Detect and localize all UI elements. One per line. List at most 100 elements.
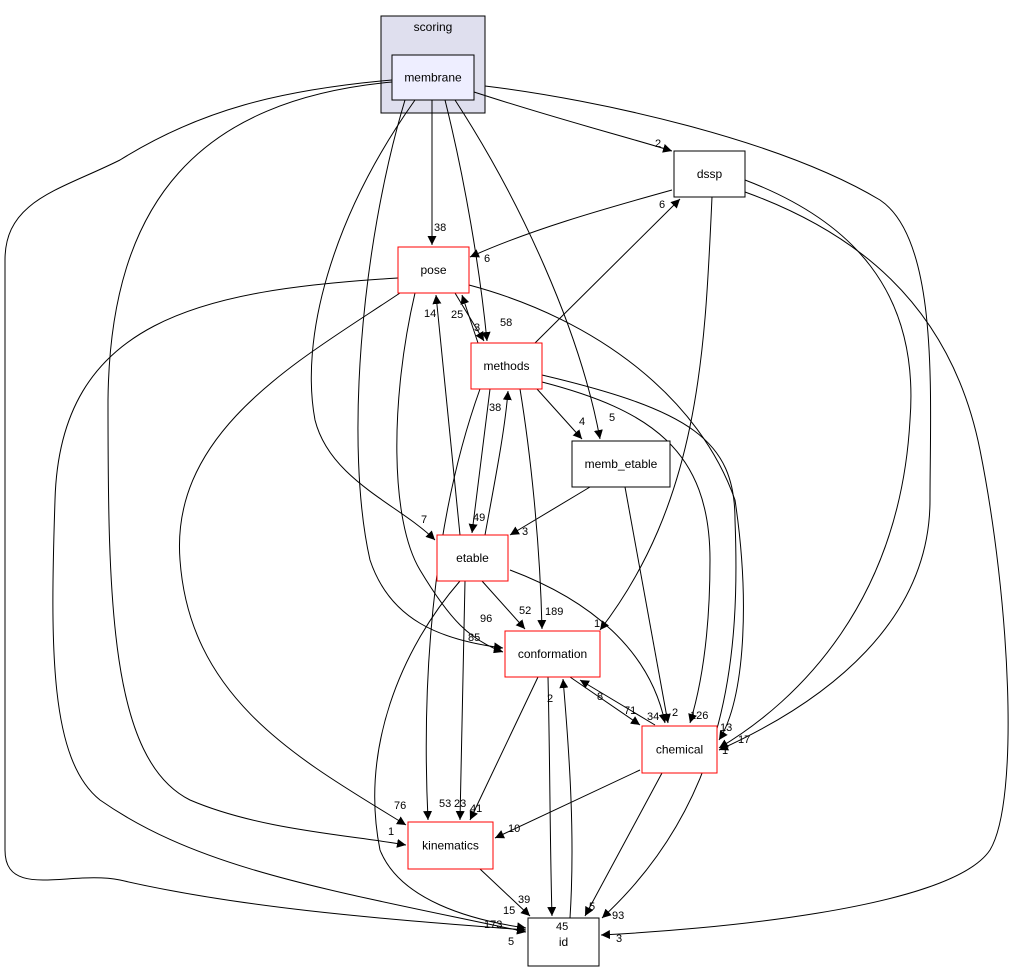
- edge-membrane-to-memb_etable[interactable]: [454, 99, 603, 440]
- node-box[interactable]: [504, 630, 601, 678]
- edge-label[interactable]: 45: [556, 921, 568, 933]
- edge-label[interactable]: 52: [519, 605, 531, 617]
- node-box[interactable]: [641, 725, 718, 774]
- edge-chemical-to-id[interactable]: [584, 772, 663, 917]
- edge-label[interactable]: 7: [421, 514, 427, 526]
- edge-memb_etable-to-chemical[interactable]: [624, 486, 671, 724]
- edge-methods-to-pose[interactable]: [460, 294, 479, 344]
- edge-label[interactable]: 15: [503, 905, 515, 917]
- edge-methods-to-kinematics[interactable]: [423, 388, 481, 821]
- edge-label[interactable]: 6: [484, 253, 490, 265]
- node-membrane[interactable]: membrane: [391, 54, 475, 101]
- edge-dssp-to-id[interactable]: [600, 191, 1009, 940]
- edge-label[interactable]: 25: [451, 309, 463, 321]
- node-etable[interactable]: etable: [436, 534, 509, 582]
- node-id[interactable]: id: [527, 917, 600, 967]
- edge-label[interactable]: 2: [672, 707, 678, 719]
- edge-conformation-to-id[interactable]: [547, 676, 557, 917]
- edge-methods-to-dssp[interactable]: [534, 198, 681, 344]
- node-box[interactable]: [571, 440, 671, 488]
- edge-pose-to-kinematics[interactable]: [179, 292, 407, 826]
- edge-pose-to-chemical[interactable]: [468, 284, 744, 741]
- edge-label[interactable]: 34: [647, 711, 659, 723]
- edge-membrane-to-chemical[interactable]: [484, 85, 932, 751]
- edge-dssp-to-pose[interactable]: [469, 189, 673, 258]
- edge-label[interactable]: 96: [480, 613, 492, 625]
- edge-label[interactable]: 93: [612, 910, 624, 922]
- edge-label[interactable]: 53: [439, 798, 451, 810]
- edge-label[interactable]: 41: [470, 803, 482, 815]
- edge-pose-to-conformation[interactable]: [396, 292, 504, 654]
- edge-chemical-to-conformation[interactable]: [579, 679, 656, 726]
- node-box[interactable]: [407, 821, 494, 870]
- edge-label[interactable]: 39: [518, 894, 530, 906]
- edge-label[interactable]: 38: [434, 222, 446, 234]
- edge-kinematics-to-id[interactable]: [479, 868, 531, 917]
- edge-label[interactable]: 173: [484, 919, 502, 931]
- edge-dssp-to-chemical[interactable]: [718, 179, 912, 749]
- node-box[interactable]: [673, 150, 746, 198]
- edge-label[interactable]: 23: [454, 798, 466, 810]
- edge-label[interactable]: 1: [722, 745, 728, 757]
- edge-membrane-to-kinematics[interactable]: [107, 81, 407, 848]
- node-box[interactable]: [391, 54, 475, 101]
- edge-pose-to-id[interactable]: [52, 277, 527, 935]
- node-methods[interactable]: methods: [470, 342, 543, 390]
- edge-etable-to-id[interactable]: [374, 580, 527, 932]
- edge-membrane-to-id[interactable]: [4, 79, 527, 934]
- edge-conformation-to-chemical[interactable]: [569, 676, 641, 726]
- edge-membrane-to-methods[interactable]: [444, 99, 491, 342]
- node-memb_etable[interactable]: memb_etable: [571, 440, 671, 488]
- edge-label[interactable]: 3: [522, 526, 528, 538]
- edge-memb_etable-to-etable[interactable]: [509, 486, 591, 536]
- edge-label[interactable]: 71: [624, 705, 636, 717]
- edge-label[interactable]: 14: [424, 308, 436, 320]
- node-conformation[interactable]: conformation: [504, 630, 601, 678]
- edge-etable-to-kinematics[interactable]: [455, 580, 466, 821]
- edge-label[interactable]: 13: [720, 722, 732, 734]
- edge-membrane-to-etable[interactable]: [310, 99, 436, 541]
- edge-label[interactable]: 3: [616, 933, 622, 945]
- edge-membrane-to-conformation[interactable]: [357, 99, 504, 652]
- edge-label[interactable]: 8: [597, 691, 603, 703]
- node-box[interactable]: [527, 917, 600, 967]
- edge-id-to-conformation[interactable]: [559, 678, 573, 919]
- edge-membrane-to-dssp[interactable]: [473, 91, 673, 153]
- edge-etable-to-methods[interactable]: [484, 390, 512, 536]
- edge-label[interactable]: 85: [468, 632, 480, 644]
- node-chemical[interactable]: chemical: [641, 725, 718, 774]
- edge-label[interactable]: 5: [609, 412, 615, 424]
- node-box[interactable]: [436, 534, 509, 582]
- edge-dssp-to-conformation[interactable]: [599, 196, 713, 631]
- edge-label[interactable]: 76: [394, 800, 406, 812]
- edge-label[interactable]: 38: [489, 402, 501, 414]
- edge-label[interactable]: 58: [500, 317, 512, 329]
- edge-etable-to-chemical[interactable]: [509, 569, 668, 724]
- edge-label[interactable]: 49: [473, 512, 485, 524]
- edge-label[interactable]: 1: [388, 826, 394, 838]
- edge-label[interactable]: 126: [690, 710, 708, 722]
- edge-methods-to-chemical[interactable]: [541, 381, 711, 724]
- node-dssp[interactable]: dssp: [673, 150, 746, 198]
- edge-etable-to-pose[interactable]: [432, 294, 461, 536]
- node-kinematics[interactable]: kinematics: [407, 821, 494, 870]
- edge-label[interactable]: 10: [508, 823, 520, 835]
- edge-methods-to-conformation[interactable]: [519, 388, 547, 630]
- edge-label[interactable]: 3: [474, 322, 480, 334]
- edge-label[interactable]: 189: [545, 606, 563, 618]
- node-pose[interactable]: pose: [397, 246, 470, 294]
- edge-label[interactable]: 2: [547, 693, 553, 705]
- edge-label[interactable]: 4: [579, 416, 585, 428]
- edge-chemical-to-kinematics[interactable]: [494, 769, 641, 839]
- edge-label[interactable]: 2: [655, 138, 661, 150]
- node-box[interactable]: [470, 342, 543, 390]
- edge-etable-to-conformation[interactable]: [481, 580, 526, 630]
- edge-label[interactable]: 1: [594, 618, 600, 630]
- edge-methods-to-memb_etable[interactable]: [536, 388, 583, 440]
- edge-label[interactable]: 17: [738, 734, 750, 746]
- edge-methods-to-id[interactable]: [541, 374, 737, 919]
- edge-label[interactable]: 5: [508, 936, 514, 948]
- edge-label[interactable]: 5: [589, 901, 595, 913]
- node-box[interactable]: [397, 246, 470, 294]
- edge-conformation-to-kinematics[interactable]: [469, 676, 539, 821]
